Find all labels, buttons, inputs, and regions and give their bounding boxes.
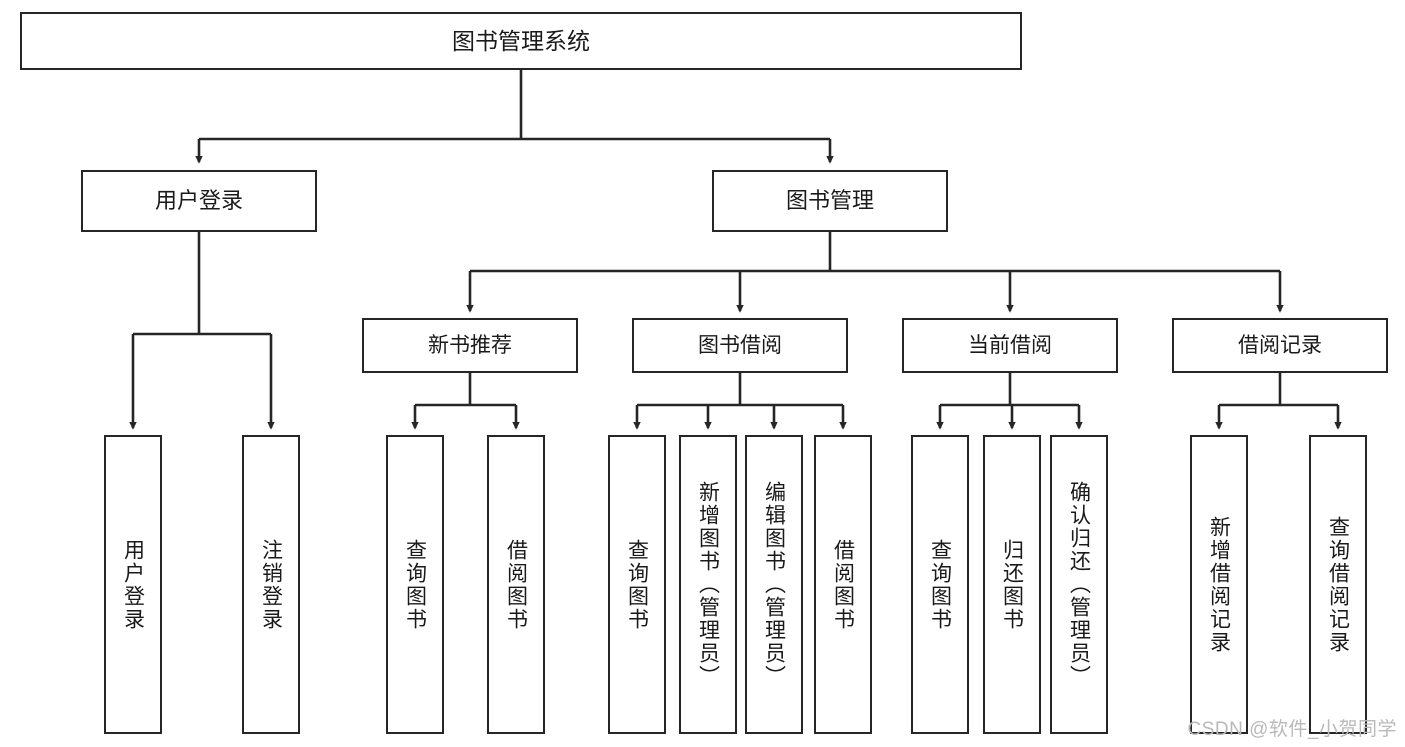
node-leaf-add-book-admin-label: 新增图书（管理员） xyxy=(696,481,720,688)
node-root-label: 图书管理系统 xyxy=(452,27,590,54)
node-leaf-query-book-1[interactable]: 查询图书 xyxy=(386,435,444,734)
node-leaf-confirm-return-admin-label: 确认归还（管理员） xyxy=(1067,481,1091,688)
node-leaf-query-book-2[interactable]: 查询图书 xyxy=(608,435,666,734)
node-leaf-return-book-label: 归还图书 xyxy=(1000,538,1024,631)
node-leaf-add-book-admin[interactable]: 新增图书（管理员） xyxy=(679,435,737,734)
node-leaf-user-logout-label: 注销登录 xyxy=(259,538,283,631)
node-new-book-recommend-label: 新书推荐 xyxy=(428,333,512,357)
node-current-borrow-label: 当前借阅 xyxy=(968,333,1052,357)
node-leaf-add-borrow-record[interactable]: 新增借阅记录 xyxy=(1190,435,1248,734)
node-leaf-confirm-return-admin[interactable]: 确认归还（管理员） xyxy=(1050,435,1108,734)
node-current-borrow[interactable]: 当前借阅 xyxy=(902,318,1118,373)
node-leaf-borrow-book-1[interactable]: 借阅图书 xyxy=(487,435,545,734)
node-book-manage[interactable]: 图书管理 xyxy=(712,170,948,232)
node-leaf-edit-book-admin-label: 编辑图书（管理员） xyxy=(762,481,786,688)
csdn-watermark: CSDN @软件_小贺同学 xyxy=(1187,719,1397,740)
node-leaf-query-book-3-label: 查询图书 xyxy=(928,538,952,631)
node-leaf-borrow-book-1-label: 借阅图书 xyxy=(504,538,528,631)
node-leaf-query-book-3[interactable]: 查询图书 xyxy=(911,435,969,734)
node-borrow-record-label: 借阅记录 xyxy=(1238,333,1322,357)
node-leaf-user-login-label: 用户登录 xyxy=(121,538,145,631)
node-book-borrow-label: 图书借阅 xyxy=(698,333,782,357)
node-leaf-borrow-book-2-label: 借阅图书 xyxy=(831,538,855,631)
node-user-login-label: 用户登录 xyxy=(154,187,243,213)
node-leaf-add-borrow-record-label: 新增借阅记录 xyxy=(1207,515,1231,654)
node-user-login[interactable]: 用户登录 xyxy=(81,170,317,232)
node-leaf-query-borrow-record[interactable]: 查询借阅记录 xyxy=(1309,435,1367,734)
node-leaf-edit-book-admin[interactable]: 编辑图书（管理员） xyxy=(745,435,803,734)
node-leaf-user-login[interactable]: 用户登录 xyxy=(104,435,162,734)
node-borrow-record[interactable]: 借阅记录 xyxy=(1172,318,1388,373)
node-leaf-user-logout[interactable]: 注销登录 xyxy=(242,435,300,734)
node-book-borrow[interactable]: 图书借阅 xyxy=(632,318,848,373)
node-new-book-recommend[interactable]: 新书推荐 xyxy=(362,318,578,373)
node-book-manage-label: 图书管理 xyxy=(785,187,874,213)
node-leaf-query-book-2-label: 查询图书 xyxy=(625,538,649,631)
node-leaf-query-borrow-record-label: 查询借阅记录 xyxy=(1326,515,1350,654)
node-leaf-return-book[interactable]: 归还图书 xyxy=(983,435,1041,734)
node-root[interactable]: 图书管理系统 xyxy=(20,12,1022,70)
node-leaf-borrow-book-2[interactable]: 借阅图书 xyxy=(814,435,872,734)
node-leaf-query-book-1-label: 查询图书 xyxy=(403,538,427,631)
